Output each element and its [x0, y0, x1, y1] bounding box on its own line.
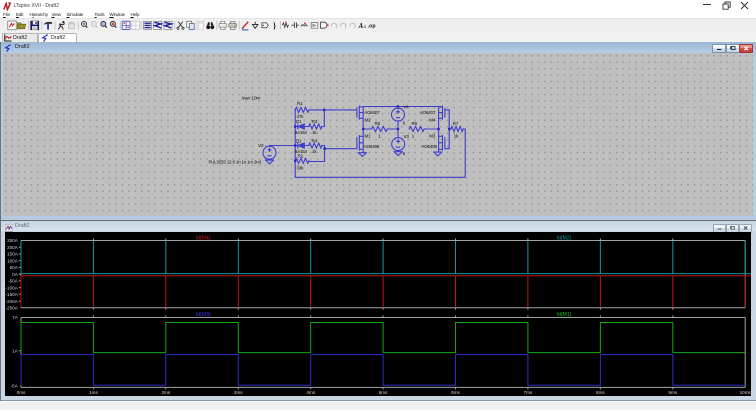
svg-text:200A: 200A: [7, 244, 19, 249]
svg-text:4ms: 4ms: [306, 390, 315, 395]
svg-text:V2: V2: [258, 143, 264, 148]
svg-text:9ms: 9ms: [668, 390, 677, 395]
svg-text:AO6408: AO6408: [364, 144, 380, 149]
svg-text:R3: R3: [312, 119, 318, 124]
svg-text:-5A: -5A: [11, 383, 19, 388]
svg-text:M2: M2: [365, 117, 372, 122]
svg-text:6: 6: [403, 150, 406, 155]
svg-text:.op: .op: [368, 23, 376, 29]
svg-text:AO6408: AO6408: [421, 144, 437, 149]
svg-text:150A: 150A: [7, 251, 19, 256]
svg-text:M1: M1: [365, 133, 372, 138]
svg-text:1: 1: [378, 133, 381, 138]
svg-text:BA154: BA154: [295, 149, 308, 154]
svg-text:.tran 10m: .tran 10m: [241, 95, 260, 101]
svg-text:7ms: 7ms: [524, 390, 533, 395]
svg-text:250A: 250A: [7, 238, 19, 243]
svg-text:1: 1: [412, 133, 415, 138]
svg-text:1k: 1k: [312, 129, 317, 134]
svg-text:0ms: 0ms: [17, 390, 26, 395]
svg-text:AO6407: AO6407: [420, 109, 436, 114]
svg-text:PULSE(0 12 0 1n 1n 1m 2m): PULSE(0 12 0 1n 1n 1m 2m): [209, 159, 262, 164]
svg-text:a: a: [364, 25, 367, 30]
svg-text:-100A: -100A: [6, 285, 19, 290]
svg-text:}: }: [273, 21, 277, 31]
svg-text:1ms: 1ms: [89, 390, 98, 395]
svg-text:7A: 7A: [12, 315, 19, 320]
svg-text:M4: M4: [429, 117, 436, 122]
svg-text:D2: D2: [296, 138, 302, 143]
svg-text:6: 6: [403, 120, 406, 125]
svg-text:D1: D1: [296, 119, 302, 124]
svg-text:R2: R2: [298, 153, 304, 158]
svg-text:8ms: 8ms: [596, 390, 605, 395]
svg-text:-50A: -50A: [8, 278, 19, 283]
svg-text:1A: 1A: [12, 348, 19, 353]
svg-text:-200A: -200A: [6, 298, 19, 303]
svg-text:1k: 1k: [454, 133, 459, 138]
svg-text:R4: R4: [312, 138, 318, 143]
svg-text:R1: R1: [297, 100, 303, 105]
svg-text:10ms: 10ms: [740, 390, 751, 395]
svg-text:3ms: 3ms: [234, 390, 243, 395]
svg-text:M3: M3: [429, 133, 436, 138]
svg-text:100A: 100A: [7, 258, 19, 263]
svg-text:47k: 47k: [297, 114, 305, 119]
svg-text:2ms: 2ms: [161, 390, 170, 395]
svg-text:V3: V3: [404, 134, 410, 139]
svg-text:Id(M1): Id(M1): [557, 311, 572, 317]
svg-text:BA154: BA154: [295, 129, 308, 134]
svg-text:Id(M2): Id(M2): [557, 235, 572, 241]
svg-text:33k: 33k: [297, 165, 305, 170]
svg-text:R5: R5: [375, 121, 381, 126]
svg-text:-150A: -150A: [6, 292, 19, 297]
svg-text:A: A: [358, 23, 364, 30]
svg-text:6ms: 6ms: [451, 390, 460, 395]
svg-text:R7: R7: [453, 121, 459, 126]
svg-text:-250A: -250A: [6, 305, 19, 310]
svg-text:Id(M4): Id(M4): [196, 235, 211, 241]
svg-text:50A: 50A: [10, 265, 19, 270]
svg-text:R6: R6: [412, 121, 418, 126]
svg-text:5ms: 5ms: [379, 390, 388, 395]
svg-text:Id(M3): Id(M3): [196, 311, 211, 317]
svg-text:AO6407: AO6407: [364, 109, 380, 114]
svg-text:1k: 1k: [312, 149, 317, 154]
svg-text:V4: V4: [403, 104, 409, 109]
svg-text:0A: 0A: [12, 271, 19, 276]
